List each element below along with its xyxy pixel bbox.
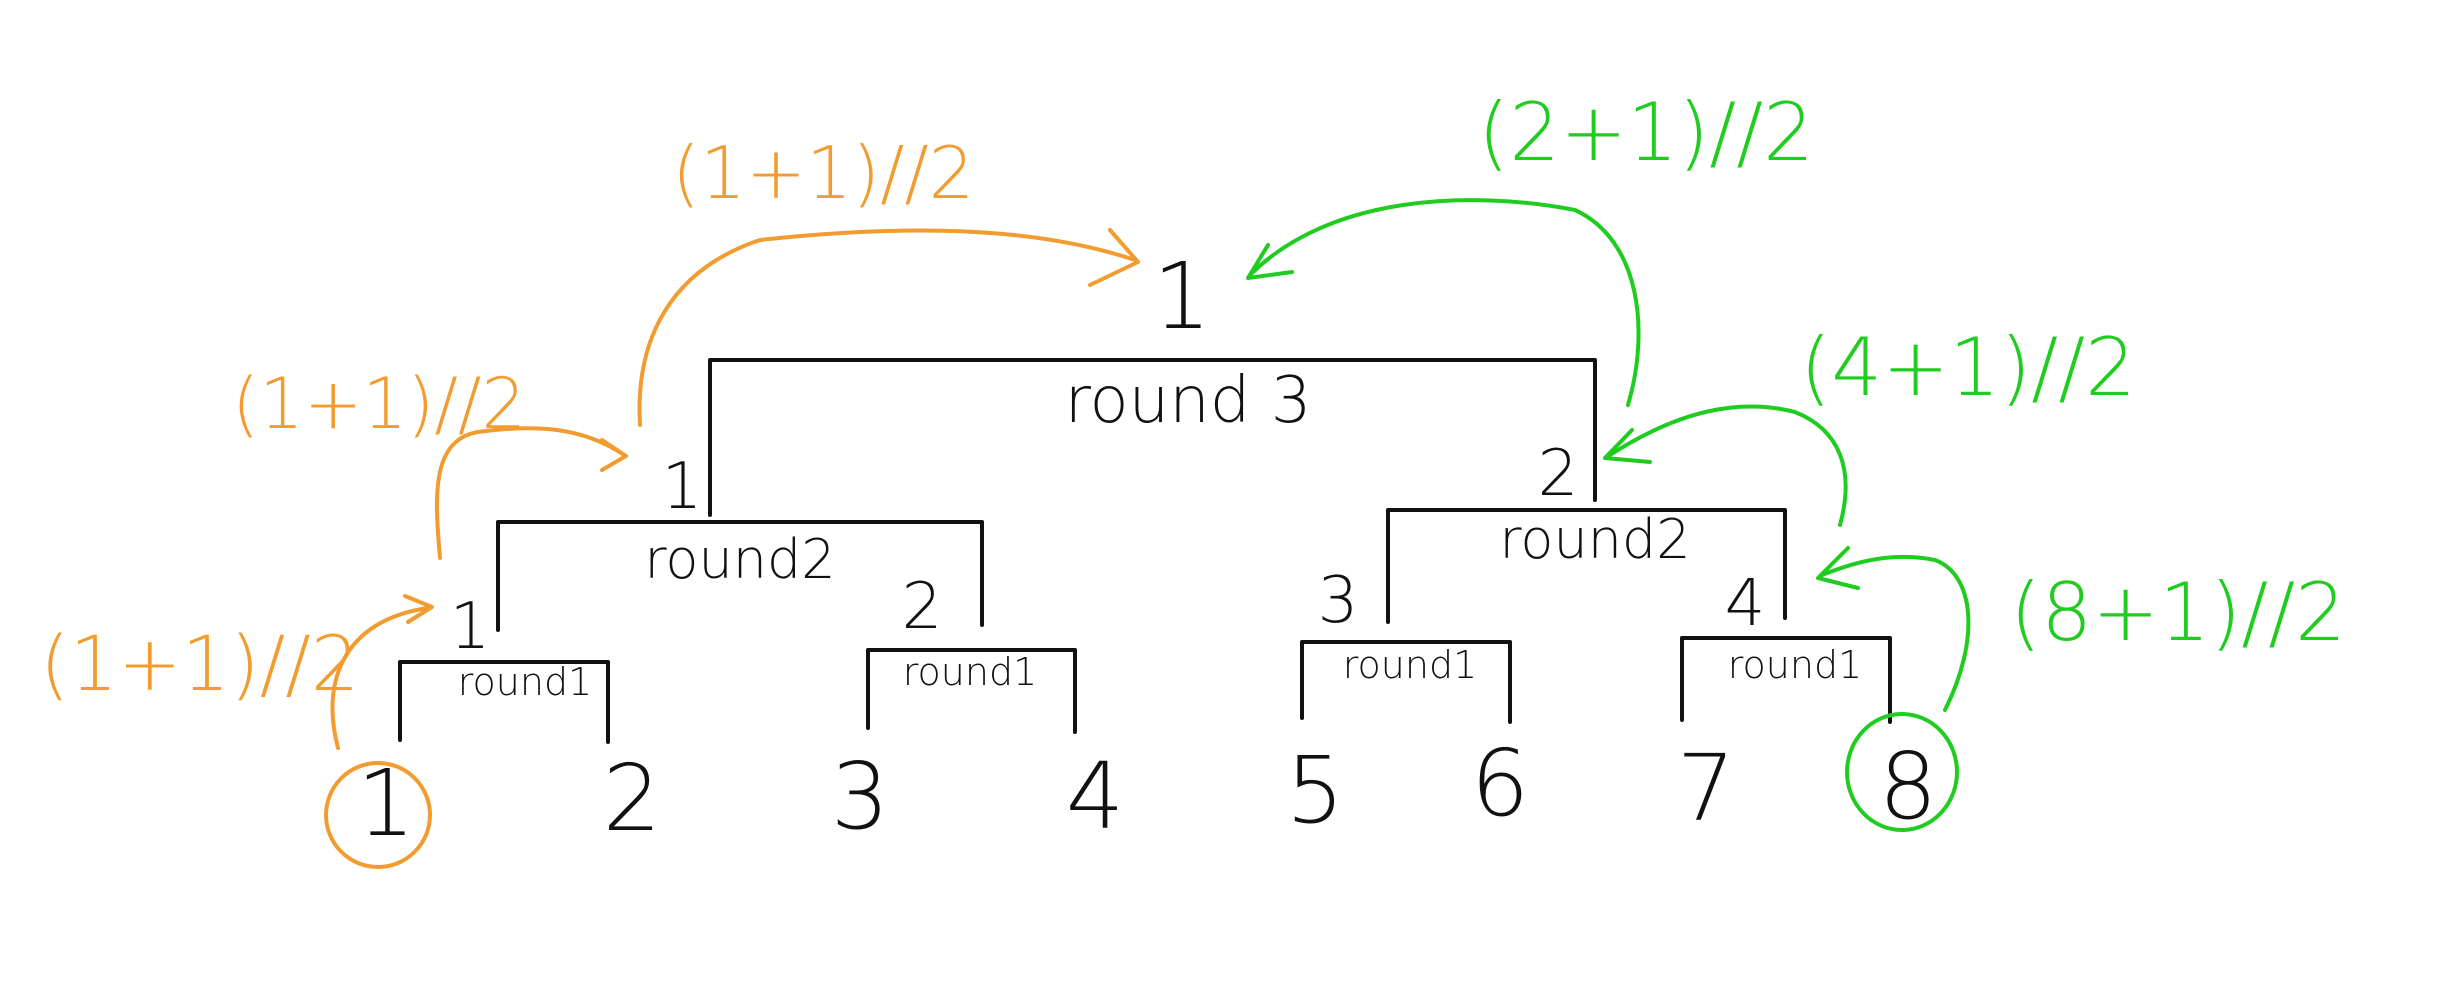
round1-winner-1: 1 (450, 590, 491, 664)
leaf-1: 1 (357, 750, 416, 857)
leaf-4: 4 (1066, 743, 1125, 850)
green-arrow-round1-to-round2 (1608, 404, 1848, 527)
round2-bracket-left (496, 520, 984, 632)
leaf-8-highlight-circle (1845, 712, 1959, 832)
green-arrow-leaf-to-round1 (1820, 554, 1971, 712)
orange-arrowhead (600, 438, 628, 472)
green-formula-round3: (2+1)//2 (1478, 86, 1814, 179)
orange-formula-round2: (1+1)//2 (232, 363, 526, 445)
round2-winner-1: 1 (662, 450, 703, 524)
orange-formula-round1: (1+1)//2 (40, 619, 359, 708)
leaf-6: 6 (1471, 730, 1530, 837)
round3-label: round 3 (1065, 364, 1312, 438)
leaf-3: 3 (831, 743, 890, 850)
green-arrow-round2-to-round3 (1248, 198, 1641, 407)
orange-arrow-leaf-to-round1 (330, 606, 430, 750)
round1-bracket-1-2 (398, 660, 610, 744)
leaf-7: 7 (1677, 735, 1736, 842)
round2-label: round2 (1499, 508, 1690, 571)
round1-winner-4: 4 (1725, 567, 1766, 641)
round1-label: round1 (903, 650, 1038, 694)
round2-winner-2: 2 (1538, 437, 1579, 511)
round1-label: round1 (1728, 643, 1863, 687)
orange-arrowhead (1088, 228, 1140, 287)
round1-bracket-5-6 (1300, 640, 1512, 724)
round3-bracket (708, 358, 1597, 517)
leaf-5: 5 (1286, 737, 1345, 844)
round1-label: round1 (1343, 643, 1478, 687)
leaf-1-highlight-circle (324, 761, 432, 869)
orange-arrow-round1-to-round2 (434, 426, 626, 560)
orange-arrowhead (403, 594, 434, 624)
round3-winner: 1 (1153, 243, 1212, 350)
round1-winner-2: 2 (902, 570, 943, 644)
green-formula-round1: (8+1)//2 (2010, 566, 2346, 659)
green-arrowhead (1603, 428, 1652, 464)
orange-formula-round3: (1+1)//2 (672, 131, 974, 215)
round1-bracket-3-4 (866, 648, 1077, 734)
round1-bracket-7-8 (1680, 636, 1892, 724)
green-arrowhead (1246, 243, 1294, 280)
green-formula-round2: (4+1)//2 (1800, 321, 2136, 414)
leaf-2: 2 (603, 745, 662, 852)
round2-label: round2 (644, 528, 835, 591)
green-arrowhead (1816, 546, 1860, 590)
round1-winner-3: 3 (1318, 564, 1359, 638)
round2-bracket-right (1386, 508, 1787, 624)
round1-label: round1 (458, 660, 593, 704)
orange-arrow-round2-to-round3 (637, 228, 1137, 427)
